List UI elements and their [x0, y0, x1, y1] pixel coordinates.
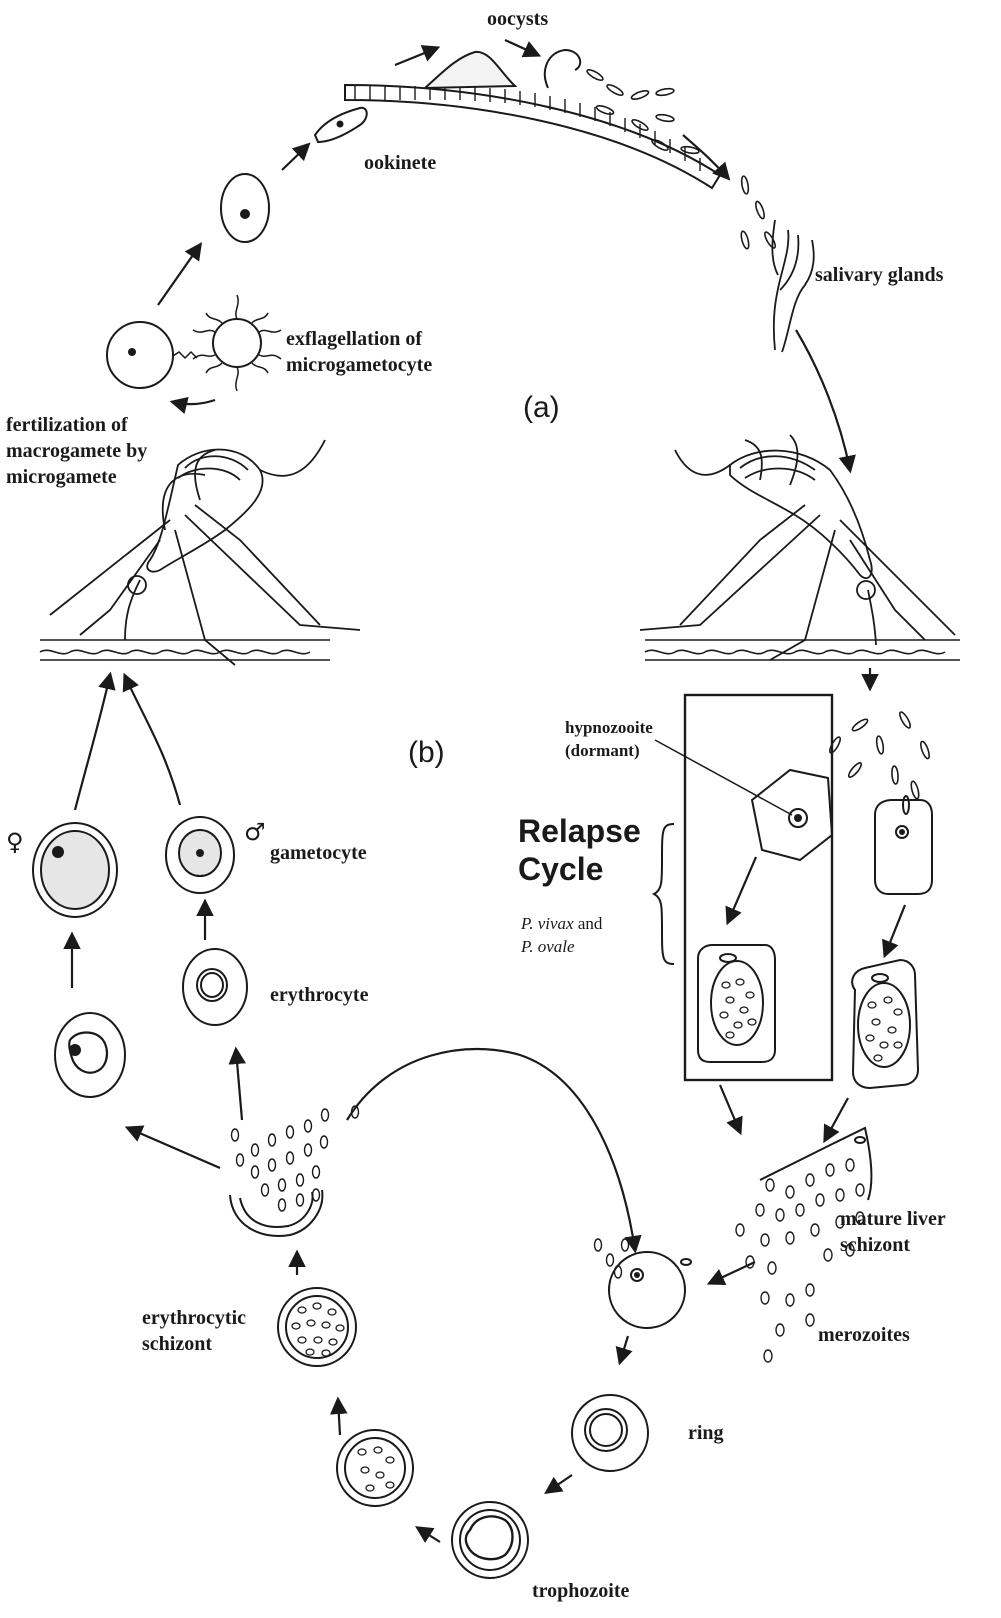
ruptured-oocyst — [545, 50, 580, 88]
mosquito-feeding-right — [640, 435, 955, 660]
female-symbol: ♀ — [6, 828, 24, 856]
exflagellating-microgametocyte — [193, 295, 281, 391]
label-hypnozooite-line2: (dormant) — [565, 739, 653, 762]
label-species: P. vivax and P. ovale — [521, 912, 602, 958]
male-symbol: ♂ — [244, 818, 266, 846]
label-relapse-line1: Relapse — [518, 812, 641, 850]
label-erythrocytic-schizont-line1: erythrocytic — [142, 1305, 246, 1331]
label-merozoites: merozoites — [818, 1322, 910, 1348]
injected-sporozoites — [828, 711, 931, 800]
relapse-brace — [650, 820, 680, 970]
label-oocysts: oocysts — [487, 6, 548, 32]
label-species-and: and — [574, 914, 603, 933]
label-fertilization-line1: fertilization of — [6, 412, 147, 438]
label-salivary-glands: salivary glands — [815, 262, 943, 288]
relapse-liver-schizont — [698, 945, 775, 1062]
label-erythrocytic-schizont: erythrocytic schizont — [142, 1305, 246, 1357]
skin-right — [645, 640, 960, 660]
label-trophozoite: trophozoite — [532, 1578, 629, 1604]
label-mature-liver-schizont: mature liver schizont — [840, 1206, 946, 1258]
label-ookinete: ookinete — [364, 150, 436, 176]
relapse-box — [685, 695, 832, 1080]
ookinete-cell — [315, 108, 367, 142]
salivary-glands-drawing — [772, 220, 813, 352]
label-erythrocytic-schizont-line2: schizont — [142, 1331, 246, 1357]
trophozoite-stage — [452, 1502, 528, 1578]
label-species-vivax: P. vivax — [521, 914, 574, 933]
label-gametocyte: gametocyte — [270, 840, 367, 866]
skin-left — [40, 640, 330, 660]
merozoite-cluster — [595, 1239, 629, 1278]
label-exflagellation-line2: microgametocyte — [286, 352, 432, 378]
ring-stage — [572, 1395, 648, 1471]
oocyst — [425, 52, 515, 88]
label-exflagellation-line1: exflagellation of — [286, 326, 432, 352]
sporozoites — [586, 68, 777, 250]
label-erythrocyte: erythrocyte — [270, 982, 368, 1008]
liver-schizont — [852, 960, 918, 1088]
label-exflagellation: exflagellation of microgametocyte — [286, 326, 432, 378]
male-gametocyte — [166, 817, 234, 893]
label-ring: ring — [688, 1420, 724, 1446]
label-hypnozooite-line1: hypnozooite — [565, 716, 653, 739]
label-fertilization: fertilization of macrogamete by microgam… — [6, 412, 147, 490]
developing-gametocyte — [55, 1013, 125, 1097]
infected-hepatocyte — [875, 796, 932, 894]
label-relapse-line2: Cycle — [518, 850, 641, 888]
erythrocyte-drawing — [183, 949, 247, 1025]
panel-label-a: (a) — [523, 390, 560, 426]
label-mature-liver-line2: schizont — [840, 1232, 946, 1258]
female-gametocyte — [33, 823, 117, 917]
early-schizont — [337, 1430, 413, 1506]
label-fertilization-line3: microgamete — [6, 464, 147, 490]
label-mature-liver-line1: mature liver — [840, 1206, 946, 1232]
rupturing-erythrocyte — [230, 1106, 359, 1236]
label-hypnozooite: hypnozooite (dormant) — [565, 716, 653, 762]
hypnozooite-pointer — [655, 740, 792, 815]
label-fertilization-line2: macrogamete by — [6, 438, 147, 464]
label-species-ovale: P. ovale — [521, 935, 602, 958]
zygote — [221, 174, 269, 242]
label-relapse-cycle: Relapse Cycle — [518, 812, 641, 888]
invaded-erythrocyte — [609, 1252, 691, 1328]
panel-label-b: (b) — [408, 735, 445, 771]
fertilized-macrogamete — [107, 322, 197, 388]
erythrocytic-schizont-drawing — [278, 1288, 356, 1366]
